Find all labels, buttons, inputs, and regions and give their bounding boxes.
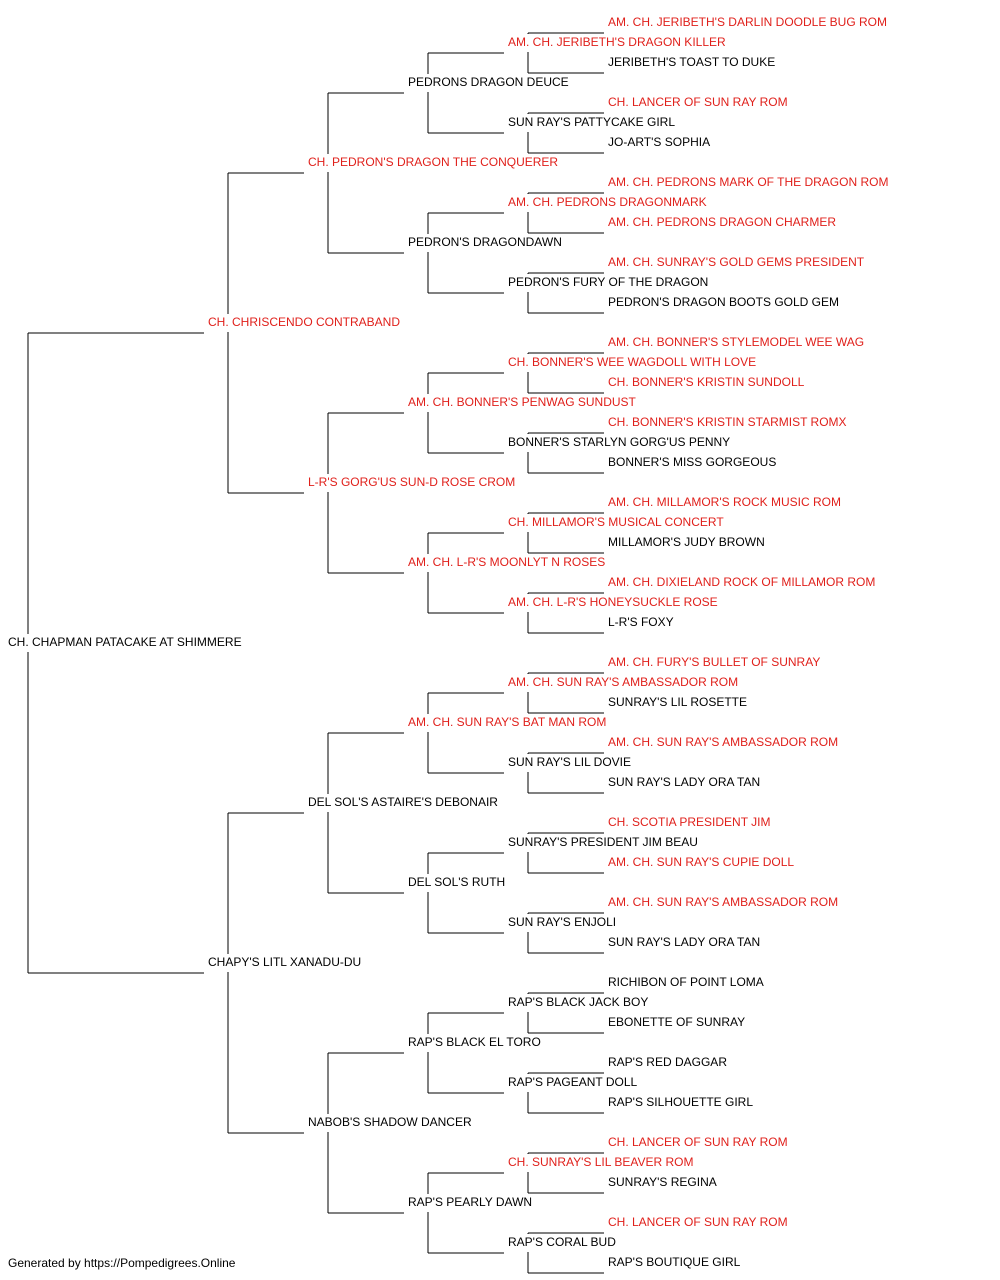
dog-name-gen2: L-R'S GORG'US SUN-D ROSE CROM: [308, 475, 515, 489]
dog-name-gen4: BONNER'S STARLYN GORG'US PENNY: [508, 435, 730, 449]
dog-name-gen5: CH. LANCER OF SUN RAY ROM: [608, 1135, 788, 1149]
footer-credit: Generated by https://Pompedigrees.Online: [8, 1256, 236, 1270]
dog-name-gen4: SUN RAY'S PATTYCAKE GIRL: [508, 115, 675, 129]
dog-name-gen3: RAP'S PEARLY DAWN: [408, 1195, 532, 1209]
dog-name-gen5: CH. BONNER'S KRISTIN STARMIST ROMX: [608, 415, 847, 429]
dog-name-gen3: DEL SOL'S RUTH: [408, 875, 505, 889]
dog-name-gen5: JERIBETH'S TOAST TO DUKE: [608, 55, 775, 69]
dog-name-gen4: SUN RAY'S LIL DOVIE: [508, 755, 631, 769]
dog-name-gen4: PEDRON'S FURY OF THE DRAGON: [508, 275, 708, 289]
dog-name-gen3: RAP'S BLACK EL TORO: [408, 1035, 541, 1049]
dog-name-gen5: AM. CH. MILLAMOR'S ROCK MUSIC ROM: [608, 495, 841, 509]
dog-name-gen5: AM. CH. FURY'S BULLET OF SUNRAY: [608, 655, 820, 669]
dog-name-gen1: CH. CHRISCENDO CONTRABAND: [208, 315, 400, 329]
dog-name-gen2: DEL SOL'S ASTAIRE'S DEBONAIR: [308, 795, 498, 809]
dog-name-gen5: RAP'S BOUTIQUE GIRL: [608, 1255, 741, 1269]
dog-name-gen3: PEDRONS DRAGON DEUCE: [408, 75, 569, 89]
dog-name-gen3: AM. CH. BONNER'S PENWAG SUNDUST: [408, 395, 637, 409]
dog-name-gen5: L-R'S FOXY: [608, 615, 674, 629]
dog-name-gen5: SUNRAY'S LIL ROSETTE: [608, 695, 747, 709]
dog-name-gen2: NABOB'S SHADOW DANCER: [308, 1115, 472, 1129]
dog-name-gen3: AM. CH. L-R'S MOONLYT N ROSES: [408, 555, 605, 569]
dog-name-gen1: CHAPY'S LITL XANADU-DU: [208, 955, 361, 969]
dog-name-gen5: SUN RAY'S LADY ORA TAN: [608, 935, 760, 949]
dog-name-gen5: AM. CH. PEDRONS MARK OF THE DRAGON ROM: [608, 175, 888, 189]
dog-name-gen4: CH. SUNRAY'S LIL BEAVER ROM: [508, 1155, 693, 1169]
dog-name-gen5: PEDRON'S DRAGON BOOTS GOLD GEM: [608, 295, 839, 309]
dog-name-gen5: CH. BONNER'S KRISTIN SUNDOLL: [608, 375, 805, 389]
dog-name-gen5: AM. CH. SUNRAY'S GOLD GEMS PRESIDENT: [608, 255, 865, 269]
dog-name-gen5: RICHIBON OF POINT LOMA: [608, 975, 764, 989]
dog-name-gen5: AM. CH. JERIBETH'S DARLIN DOODLE BUG ROM: [608, 15, 887, 29]
dog-name-gen5: SUNRAY'S REGINA: [608, 1175, 717, 1189]
dog-name-gen5: AM. CH. SUN RAY'S CUPIE DOLL: [608, 855, 794, 869]
dog-name-gen4: AM. CH. JERIBETH'S DRAGON KILLER: [508, 35, 726, 49]
dog-name-gen4: RAP'S CORAL BUD: [508, 1235, 616, 1249]
dog-name-gen4: SUN RAY'S ENJOLI: [508, 915, 616, 929]
dog-name-gen4: CH. MILLAMOR'S MUSICAL CONCERT: [508, 515, 724, 529]
dog-name-gen5: AM. CH. SUN RAY'S AMBASSADOR ROM: [608, 895, 838, 909]
dog-name-gen5: CH. SCOTIA PRESIDENT JIM: [608, 815, 770, 829]
dog-name-gen5: CH. LANCER OF SUN RAY ROM: [608, 1215, 788, 1229]
dog-name-gen4: AM. CH. L-R'S HONEYSUCKLE ROSE: [508, 595, 718, 609]
dog-name-gen5: BONNER'S MISS GORGEOUS: [608, 455, 776, 469]
dog-name-gen2: CH. PEDRON'S DRAGON THE CONQUERER: [308, 155, 558, 169]
dog-name-gen0: CH. CHAPMAN PATACAKE AT SHIMMERE: [8, 635, 242, 649]
dog-name-gen5: CH. LANCER OF SUN RAY ROM: [608, 95, 788, 109]
dog-name-gen5: AM. CH. PEDRONS DRAGON CHARMER: [608, 215, 836, 229]
dog-name-gen5: EBONETTE OF SUNRAY: [608, 1015, 745, 1029]
dog-name-gen5: AM. CH. DIXIELAND ROCK OF MILLAMOR ROM: [608, 575, 875, 589]
dog-name-gen5: RAP'S SILHOUETTE GIRL: [608, 1095, 753, 1109]
dog-name-gen3: AM. CH. SUN RAY'S BAT MAN ROM: [408, 715, 606, 729]
dog-name-gen5: AM. CH. BONNER'S STYLEMODEL WEE WAG: [608, 335, 864, 349]
dog-name-gen4: SUNRAY'S PRESIDENT JIM BEAU: [508, 835, 698, 849]
dog-name-gen4: AM. CH. PEDRONS DRAGONMARK: [508, 195, 707, 209]
dog-name-gen5: SUN RAY'S LADY ORA TAN: [608, 775, 760, 789]
dog-name-gen3: PEDRON'S DRAGONDAWN: [408, 235, 562, 249]
dog-name-gen4: RAP'S BLACK JACK BOY: [508, 995, 648, 1009]
dog-name-gen5: AM. CH. SUN RAY'S AMBASSADOR ROM: [608, 735, 838, 749]
dog-name-gen4: AM. CH. SUN RAY'S AMBASSADOR ROM: [508, 675, 738, 689]
dog-name-gen5: RAP'S RED DAGGAR: [608, 1055, 727, 1069]
dog-name-gen5: JO-ART'S SOPHIA: [608, 135, 710, 149]
dog-name-gen4: RAP'S PAGEANT DOLL: [508, 1075, 638, 1089]
dog-name-gen5: MILLAMOR'S JUDY BROWN: [608, 535, 765, 549]
dog-name-gen4: CH. BONNER'S WEE WAGDOLL WITH LOVE: [508, 355, 756, 369]
